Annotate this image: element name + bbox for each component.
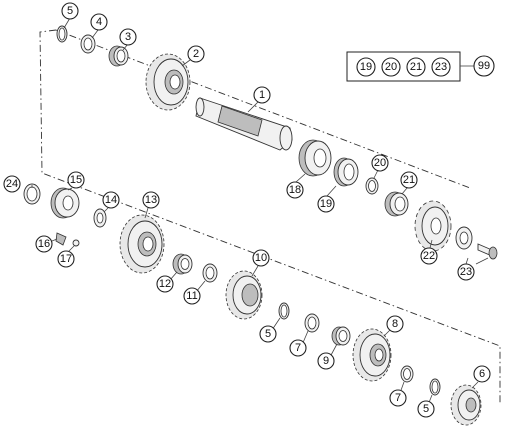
kit-item-23-text: 23: [435, 61, 447, 73]
callout-4: 4: [90, 13, 108, 31]
callout-8-text: 8: [392, 318, 398, 330]
callout-21-text: 21: [403, 174, 415, 186]
callout-17-text: 17: [60, 253, 72, 265]
sprocket-22: [414, 200, 452, 252]
callout-5-top-text: 5: [67, 5, 73, 17]
callout-9: 9: [317, 352, 335, 370]
kit-item-19-text: 19: [360, 61, 372, 73]
callout-15: 15: [67, 171, 85, 189]
callout-4-text: 4: [96, 16, 102, 28]
circlip-5-bottom: [429, 378, 441, 396]
part-17: [72, 239, 80, 247]
washer-4: [80, 34, 96, 54]
bearing-15: [50, 187, 80, 219]
washer-11: [202, 263, 218, 283]
callout-6: 6: [473, 365, 491, 383]
bushing-12: [172, 253, 193, 275]
seal-19: [333, 157, 359, 187]
callout-22-text: 22: [423, 250, 435, 262]
gear-6: [450, 384, 482, 426]
callout-5-top: 5: [61, 2, 79, 20]
callout-5-middle: 5: [259, 325, 277, 343]
callout-21: 21: [400, 171, 418, 189]
kit-callout-99: 99: [473, 55, 495, 77]
callout-24-text: 24: [6, 178, 18, 190]
callout-5-bottom: 5: [417, 400, 435, 418]
gear-13: [119, 214, 165, 274]
kit-callout-23: 23: [431, 57, 451, 77]
kit-item-20-text: 20: [385, 61, 397, 73]
kit-callout-20: 20: [381, 57, 401, 77]
callout-24: 24: [3, 175, 21, 193]
callout-10: 10: [252, 249, 270, 267]
callout-19-text: 19: [320, 198, 332, 210]
sprocket-bolt-23: [465, 243, 498, 265]
callout-6-text: 6: [479, 368, 485, 380]
callout-9-text: 9: [323, 355, 329, 367]
callout-13-text: 13: [145, 194, 157, 206]
callout-5-bottom-text: 5: [423, 403, 429, 415]
callout-20: 20: [371, 154, 389, 172]
sprocket-washer-23: [455, 226, 473, 250]
callout-15-text: 15: [70, 174, 82, 186]
spacer-21: [384, 191, 409, 217]
callout-18: 18: [286, 181, 304, 199]
kit-callout-19: 19: [356, 57, 376, 77]
callout-11: 11: [183, 287, 201, 305]
washer-7-bottom: [400, 365, 414, 383]
callout-20-text: 20: [374, 157, 386, 169]
callout-5-middle-text: 5: [265, 328, 271, 340]
circlip-5-top: [56, 25, 68, 43]
bushing-3: [108, 45, 129, 67]
bushing-9: [331, 326, 351, 346]
callout-8: 8: [386, 315, 404, 333]
callout-14: 14: [102, 191, 120, 209]
callout-18-text: 18: [289, 184, 301, 196]
callout-11-text: 11: [186, 290, 197, 302]
callout-14-text: 14: [105, 194, 117, 206]
washer-14: [93, 208, 107, 228]
callout-16: 16: [35, 235, 53, 253]
washer-7-middle: [304, 313, 320, 333]
kit-callout-21: 21: [406, 57, 426, 77]
callout-2: 2: [187, 45, 205, 63]
o-ring-20: [365, 177, 379, 195]
callout-23: 23: [457, 263, 475, 281]
callout-23-text: 23: [460, 266, 472, 278]
circlip-5-middle: [278, 302, 290, 320]
callout-7-bottom-text: 7: [395, 392, 401, 404]
callout-17: 17: [57, 250, 75, 268]
callout-3-text: 3: [125, 31, 131, 43]
callout-10-text: 10: [255, 252, 267, 264]
main-shaft-1: [195, 97, 293, 151]
callout-22: 22: [420, 247, 438, 265]
bearing-18: [298, 139, 332, 177]
callout-7-middle: 7: [289, 339, 307, 357]
callout-16-text: 16: [38, 238, 50, 250]
circlip-24: [23, 183, 41, 205]
callout-1-text: 1: [259, 89, 265, 101]
callout-12-text: 12: [159, 278, 171, 290]
callout-12: 12: [156, 275, 174, 293]
callout-7-bottom: 7: [389, 389, 407, 407]
callout-19: 19: [317, 195, 335, 213]
kit-total-99-text: 99: [478, 60, 490, 72]
callout-1: 1: [253, 86, 271, 104]
callout-7-middle-text: 7: [295, 342, 301, 354]
gear-10: [225, 270, 263, 320]
callout-13: 13: [142, 191, 160, 209]
callout-3: 3: [119, 28, 137, 46]
callout-2-text: 2: [193, 48, 199, 60]
kit-item-21-text: 21: [410, 61, 422, 73]
part-16: [55, 232, 67, 246]
gear-2: [145, 53, 191, 111]
gear-8: [352, 328, 392, 382]
